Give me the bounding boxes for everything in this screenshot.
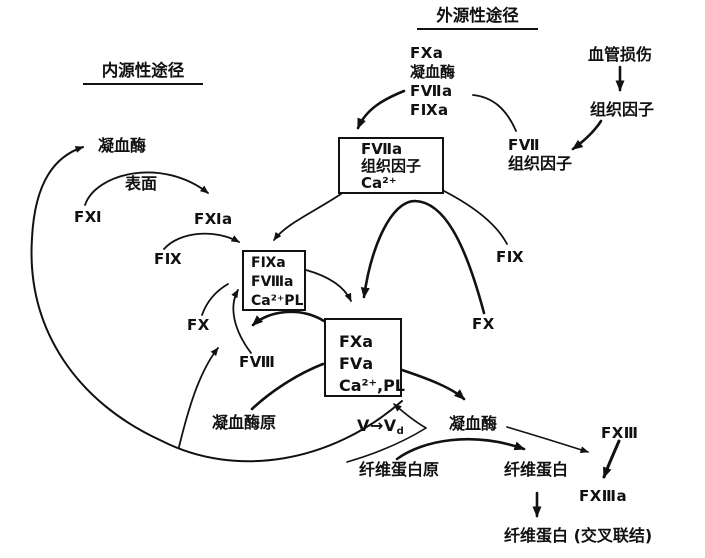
vessel-injury-label: 血管损伤 (588, 45, 653, 64)
activator-list: FⅩa 凝血酶 FⅦa FⅨa (410, 44, 455, 120)
fxi-label: FⅪ (74, 208, 103, 226)
fviii-label: FⅧ (239, 353, 276, 371)
arrow-prothrombinase-to-thrombin (400, 368, 466, 401)
prothrombinase-complex-box: FⅩa FⅤa Ca²⁺,PL (324, 318, 405, 397)
curve-fvii-to-activator-list (472, 94, 517, 132)
extrinsic-complex-box: FⅦa 组织因子 Ca²⁺ (338, 137, 444, 194)
fvii-label: FⅦ (508, 136, 541, 154)
fxia-label: FⅪa (194, 210, 233, 228)
prothrombin-label: 凝血酶原 (212, 413, 277, 432)
curve-fx-left-up (201, 283, 229, 316)
tenase-line2: FⅧa (251, 274, 294, 290)
fix-left-label: FⅨ (154, 250, 183, 268)
activator-fixa: FⅨa (410, 101, 449, 119)
arrow-thrombin-to-fxiii (506, 426, 589, 454)
arrow-extrinsic-complex-to-tenase (273, 193, 342, 241)
fxiii-label: FⅩⅢ (601, 424, 639, 442)
fvii-tissue-factor-label: 组织因子 (508, 154, 573, 173)
fix-right-label: FⅨ (496, 248, 525, 266)
arrow-fxi-to-fxia (84, 171, 209, 206)
curve-prothrombin-to-prothrombinase (250, 362, 325, 411)
activator-thrombin: 凝血酶 (410, 63, 456, 81)
fibrin-label: 纤维蛋白 (504, 460, 569, 479)
curve-extrinsic-complex-to-fix-right (443, 190, 508, 245)
fv-conversion-label: V→Vd (357, 417, 404, 437)
arrow-thrombin-to-fv-upper (393, 403, 427, 429)
extrinsic-complex-line1: FⅦa (361, 140, 403, 158)
fibrinogen-label: 纤维蛋白原 (359, 460, 440, 479)
thrombin-top-label: 凝血酶 (98, 136, 147, 155)
extrinsic-complex-line3: Ca²⁺ (361, 174, 397, 192)
fibrin-crosslinked-label: 纤维蛋白 (交叉联结) (504, 526, 653, 545)
fx-left-label: FⅩ (187, 316, 210, 334)
fx-right-label: FⅩ (472, 315, 495, 333)
arrow-activators-to-extrinsic-complex (356, 89, 406, 130)
fv-conversion-main: V→V (357, 416, 397, 435)
arrow-tenase-to-prothrombinase (305, 269, 352, 302)
activator-fxa: FⅩa (410, 44, 444, 62)
tenase-complex-box: FⅨa FⅧa Ca²⁺PL (242, 250, 306, 311)
arrow-fxiii-to-fxiiia (602, 439, 621, 479)
surface-label: 表面 (125, 174, 158, 193)
arrow-fix-to-tenase (163, 232, 240, 250)
intrinsic-pathway-title: 内源性途径 (83, 61, 203, 86)
extrinsic-complex-line2: 组织因子 (361, 157, 422, 175)
arrow-feedback-branch-to-fviii (178, 347, 219, 448)
prothrombinase-line2: FⅤa (339, 354, 374, 373)
arrow-fx-right-to-prothrombinase (360, 199, 486, 315)
tissue-factor-label: 组织因子 (590, 100, 655, 119)
arrow-tissue-factor-to-fvii (571, 119, 603, 151)
fv-conversion-sub: d (396, 426, 405, 437)
tenase-line3: Ca²⁺PL (251, 293, 304, 309)
thrombin-bottom-label: 凝血酶 (449, 414, 498, 433)
arrow-fibrinogen-to-fibrin (395, 438, 526, 461)
arc-feedback-to-thrombin-top (30, 146, 403, 463)
arrow-prothrombinase-feedback-left (251, 310, 326, 327)
prothrombinase-line1: FⅩa (339, 332, 374, 351)
line-thrombin-to-fv-lower (346, 427, 427, 463)
fxiiia-label: FⅩⅢa (579, 487, 628, 505)
prothrombinase-line3: Ca²⁺,PL (339, 376, 405, 395)
tenase-line1: FⅨa (251, 255, 286, 271)
extrinsic-pathway-title: 外源性途径 (417, 6, 538, 31)
arrow-fviii-to-tenase (231, 289, 252, 354)
activator-fviia: FⅦa (410, 82, 453, 100)
